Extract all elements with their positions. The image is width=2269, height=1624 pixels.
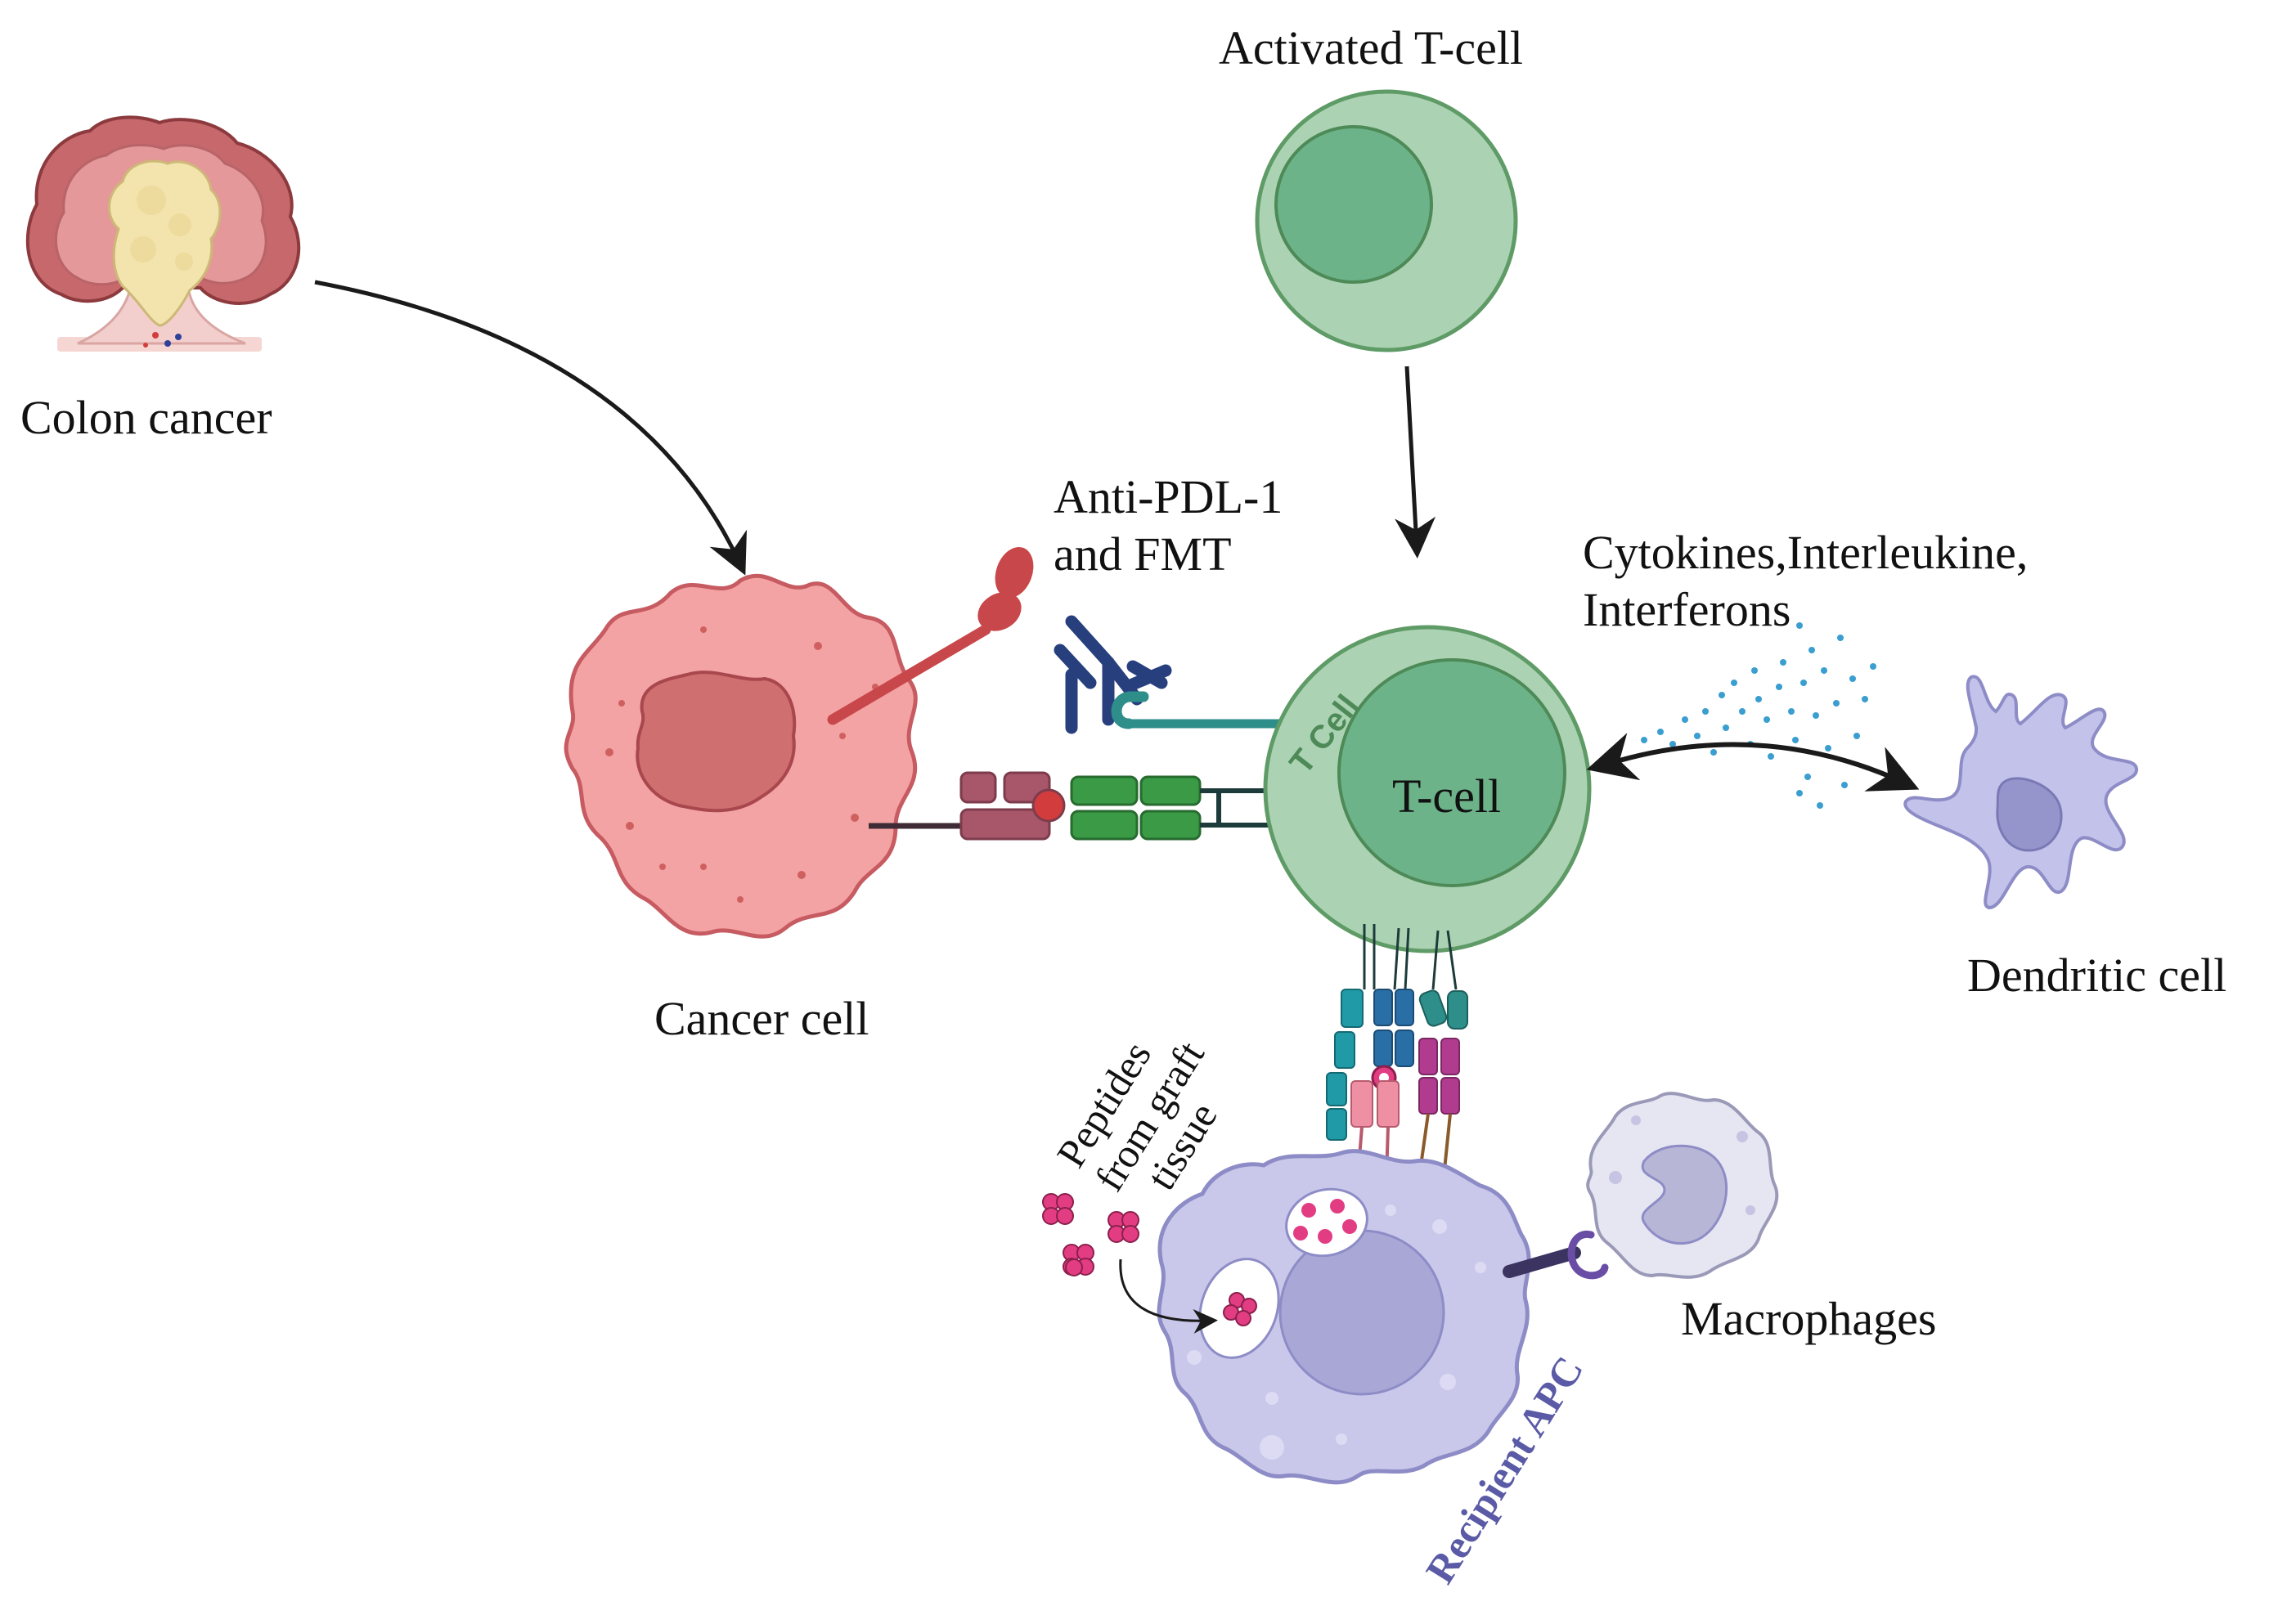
dendritic-cell-nucleus <box>1996 777 2063 852</box>
pdl1-ligand <box>827 547 1034 725</box>
activation-arrow <box>1395 366 1436 559</box>
blood-dot <box>164 340 171 347</box>
peptide-vesicle <box>1198 1258 1280 1359</box>
tcell-label: T-cell <box>1392 769 1501 823</box>
cancer-cell-nucleus <box>636 671 797 813</box>
macrophages-label: Macrophages <box>1681 1292 1936 1345</box>
cytokines-label: Cytokines,Interleukine, <box>1583 526 2028 579</box>
cancer-cell <box>564 573 918 939</box>
cytokine-double-arrow <box>1586 733 1920 792</box>
colon-cancer-label: Colon cancer <box>20 391 272 444</box>
anti-pdl1-antibody-icon <box>1054 615 1172 734</box>
peptide-uptake-arrow <box>1119 1258 1218 1334</box>
anti-pdl1-label: Anti-PDL-1 <box>1054 470 1283 523</box>
cytokine-dots <box>1641 622 1876 809</box>
blood-dot <box>143 343 148 348</box>
peptide-cluster <box>1223 1292 1257 1326</box>
macrophage-nucleus <box>1641 1144 1728 1245</box>
recipient-apc <box>1157 1149 1531 1485</box>
activated-tcell-label: Activated T-cell <box>1219 21 1523 74</box>
apc-macrophage-link <box>1503 1230 1609 1280</box>
dendritic-cell-label: Dendritic cell <box>1967 949 2226 1002</box>
activated-tcell-nucleus <box>1274 125 1433 284</box>
tcr-mhc-complexes <box>1326 924 1468 1178</box>
cancer-cell-label: Cancer cell <box>654 992 869 1045</box>
dendritic-cell <box>1903 675 2138 910</box>
blood-dot <box>175 334 182 340</box>
colon-cancer-illustration <box>25 115 301 352</box>
macrophage <box>1586 1092 1779 1279</box>
free-peptide-clusters <box>1042 1193 1139 1276</box>
activated-tcell <box>1255 89 1518 352</box>
anti-pdl1-label-line2: and FMT <box>1054 527 1232 581</box>
cytokines-label-line2: Interferons <box>1583 583 1790 636</box>
receptor-ligand-bridge <box>869 771 1313 841</box>
pd1-receptor <box>1111 691 1288 729</box>
tcell-nucleus <box>1337 658 1566 887</box>
tcell <box>1263 625 1592 953</box>
peptides-label: Peptides from graft tissue <box>1048 1033 1226 1199</box>
recipient-apc-nucleus <box>1278 1229 1445 1396</box>
colon-to-cancer-arrow <box>314 280 747 576</box>
blood-dot <box>152 332 159 339</box>
